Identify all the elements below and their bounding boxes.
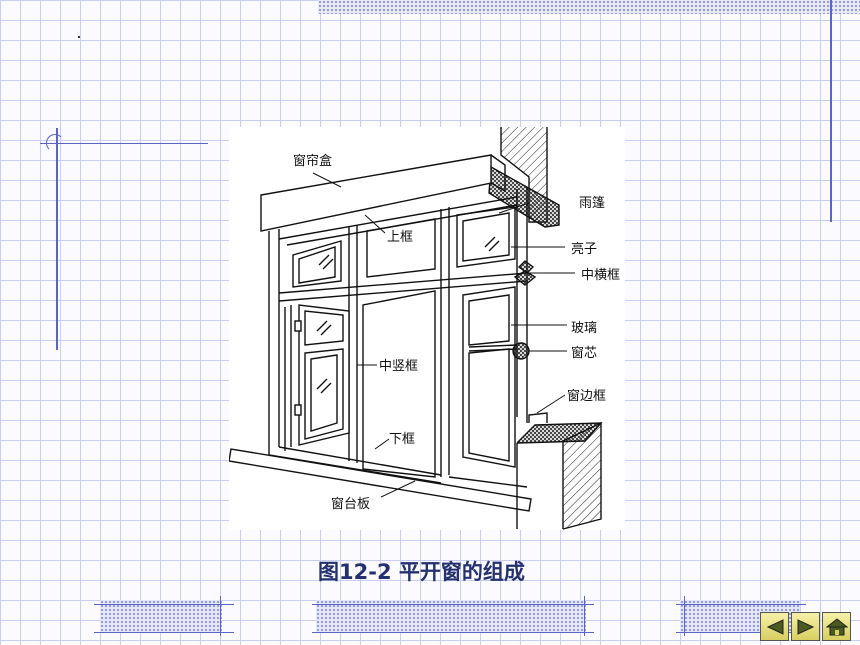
bottom-tick-2	[584, 596, 585, 636]
left-horizontal-rule	[40, 143, 208, 144]
top-decor-band	[318, 0, 860, 14]
stray-dot	[78, 36, 80, 38]
right-vertical-rule	[830, 0, 832, 222]
bottom-rule-2	[312, 604, 594, 605]
bottom-rule-2b	[312, 632, 594, 633]
bottom-rule-3b	[676, 632, 806, 633]
bottom-rule-1b	[94, 632, 234, 633]
left-vertical-rule	[56, 128, 58, 350]
prev-slide-button[interactable]	[760, 612, 789, 641]
slide-navigation	[760, 612, 854, 643]
label-sash-core: 窗芯	[571, 345, 597, 361]
bottom-decor-band-2	[316, 600, 586, 633]
label-mullion: 中竖框	[379, 359, 418, 374]
label-transom-bar: 中横框	[581, 268, 620, 283]
bottom-rule-3	[676, 604, 806, 605]
triangle-left-icon	[766, 618, 783, 635]
next-slide-button[interactable]	[791, 612, 820, 641]
left-corner-circle	[46, 134, 64, 152]
bottom-decor-band-1	[100, 600, 222, 633]
label-glass: 玻璃	[571, 321, 597, 336]
label-bottom-frame: 下框	[389, 432, 415, 447]
label-top-frame: 上框	[387, 230, 413, 245]
label-canopy: 雨篷	[579, 196, 605, 211]
bottom-tick-1	[220, 596, 221, 636]
home-button[interactable]	[822, 612, 851, 641]
bottom-rule-1	[94, 604, 234, 605]
leader-lines	[312, 172, 575, 498]
casement-window-diagram: 窗帘盒 雨篷 上框 亮子 中横框 玻璃 窗芯 中竖框 窗边框 下框 窗台板	[228, 127, 625, 530]
window-drawing: 窗帘盒 雨篷 上框 亮子 中横框 玻璃 窗芯 中竖框 窗边框 下框 窗台板	[228, 127, 620, 530]
triangle-right-icon	[797, 618, 814, 635]
home-icon	[825, 617, 848, 635]
label-window-sill: 窗台板	[331, 496, 370, 512]
label-transom-light: 亮子	[571, 241, 597, 257]
bottom-tick-3	[684, 596, 685, 636]
label-jamb: 窗边框	[567, 388, 606, 404]
figure-caption: 图12-2 平开窗的组成	[318, 560, 525, 584]
window-linework	[228, 127, 603, 530]
label-curtain-box: 窗帘盒	[293, 153, 332, 169]
